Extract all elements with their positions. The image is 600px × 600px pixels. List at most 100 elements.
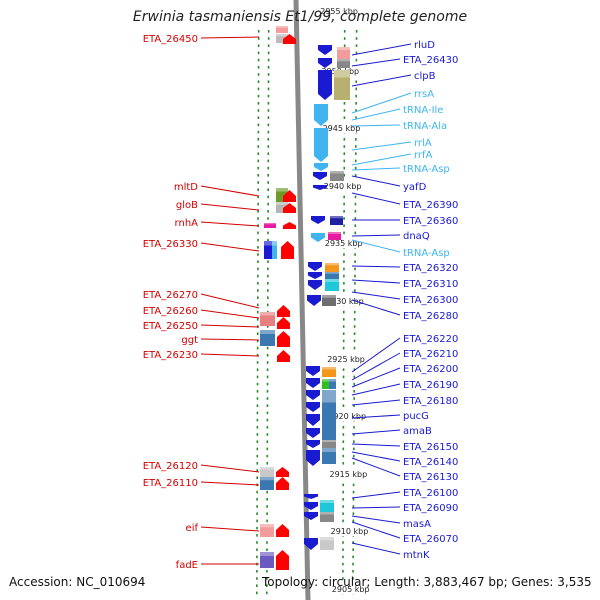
- gene-block-highlight: [260, 312, 275, 316]
- scale-dash: [353, 404, 355, 407]
- scale-dash: [267, 238, 269, 242]
- right-gene-label: ETA_26070: [403, 534, 458, 545]
- map-title: Erwinia tasmaniensis Et1/99, complete ge…: [132, 9, 468, 25]
- gene-block-highlight: [276, 34, 288, 37]
- kbp-label-bg: [320, 123, 361, 133]
- forward-strand-arrow: [313, 185, 327, 190]
- gene-block-highlight: [325, 263, 339, 266]
- scale-dash: [353, 440, 355, 443]
- right-leader-line: [351, 337, 401, 373]
- forward-strand-arrow: [318, 58, 332, 68]
- scale-dash: [256, 570, 258, 573]
- scale-dash: [355, 138, 357, 141]
- gene-block-highlight: [330, 171, 344, 174]
- right-gene-label: rrsA: [414, 89, 434, 100]
- scale-dash: [257, 130, 260, 134]
- scale-dash: [266, 346, 269, 350]
- scale-dash: [267, 231, 269, 235]
- scale-dash: [257, 159, 260, 163]
- scale-dash: [355, 116, 357, 119]
- right-leader-line: [351, 291, 401, 300]
- gene-block: [322, 367, 336, 377]
- scale-dash: [342, 462, 345, 465]
- scale-dash: [266, 591, 268, 595]
- scale-dash: [256, 519, 258, 523]
- gene-block: [322, 379, 329, 389]
- gene-block: [330, 171, 344, 181]
- scale-dash: [354, 260, 356, 263]
- kbp-label: 2925 kbp: [327, 355, 365, 364]
- scale-dash: [352, 562, 354, 566]
- right-gene-label: ETA_26310: [403, 279, 458, 290]
- gene-block-highlight: [337, 47, 350, 50]
- scale-dash: [266, 303, 269, 307]
- left-gene-label: ETA_26330: [143, 239, 198, 250]
- right-gene-label: yafD: [403, 182, 427, 193]
- gene-block: [325, 279, 339, 291]
- right-leader-line: [351, 457, 401, 477]
- reverse-strand-arrow: [276, 477, 289, 490]
- scale-dash: [353, 397, 355, 400]
- gene-block: [328, 232, 341, 240]
- right-leader-line: [351, 352, 401, 381]
- right-leader-line: [351, 192, 401, 205]
- right-leader-line: [351, 506, 401, 509]
- forward-strand-arrow: [306, 366, 320, 376]
- scale-dash: [256, 584, 258, 587]
- right-gene-label: tRNA-Asp: [403, 164, 450, 175]
- scale-dash: [352, 555, 354, 559]
- scale-dash: [256, 454, 259, 458]
- scale-dash: [342, 447, 345, 451]
- scale-dash: [353, 325, 356, 328]
- gene-block: [330, 216, 343, 225]
- scale-dash: [343, 37, 346, 40]
- scale-dash: [354, 166, 357, 170]
- scale-dash: [267, 80, 270, 83]
- left-gene-label: ETA_26270: [143, 290, 198, 301]
- gene-block-highlight: [276, 26, 288, 28]
- scale-dash: [256, 591, 258, 595]
- scale-dash: [256, 426, 259, 429]
- scale-dash: [257, 274, 259, 278]
- scale-dash: [257, 253, 259, 256]
- gene-block: [260, 552, 274, 568]
- scale-dash: [352, 548, 354, 551]
- scale-dash: [257, 152, 260, 155]
- left-leader-line: [200, 309, 260, 319]
- right-leader-line: [351, 491, 401, 499]
- forward-strand-arrow: [314, 104, 328, 126]
- scale-dash: [257, 195, 259, 199]
- scale-dash: [354, 159, 357, 163]
- scale-dash: [342, 426, 345, 429]
- scale-dash: [256, 418, 259, 422]
- scale-dash: [266, 512, 268, 515]
- scale-dash: [352, 577, 354, 580]
- right-gene-label: ETA_26390: [403, 200, 458, 211]
- scale-dash: [267, 188, 269, 191]
- reverse-strand-arrow: [276, 550, 289, 570]
- gene-block: [337, 59, 350, 68]
- scale-dash: [266, 490, 268, 494]
- kbp-label-bg: [327, 469, 368, 479]
- scale-dash: [342, 368, 345, 371]
- scale-dash: [354, 274, 356, 278]
- scale-dash: [353, 375, 356, 379]
- scale-dash: [343, 102, 346, 105]
- gene-block: [320, 537, 334, 550]
- kbp-label: 2935 kbp: [325, 239, 363, 248]
- right-leader-line: [351, 74, 412, 87]
- kbp-label: 2910 kbp: [331, 527, 369, 536]
- scale-dash: [257, 44, 260, 47]
- scale-dash: [355, 145, 357, 148]
- scale-dash: [342, 318, 345, 321]
- gene-block-highlight: [322, 367, 336, 370]
- scale-dash: [257, 188, 259, 191]
- reverse-strand-arrow: [283, 222, 296, 229]
- scale-dash: [257, 66, 260, 69]
- scale-dash: [343, 109, 346, 112]
- scale-dash: [266, 375, 269, 379]
- right-gene-label: rluD: [414, 40, 435, 51]
- reverse-strand-arrow: [277, 317, 290, 329]
- scale-dash: [355, 109, 357, 112]
- left-gene-label: ETA_26110: [143, 478, 198, 489]
